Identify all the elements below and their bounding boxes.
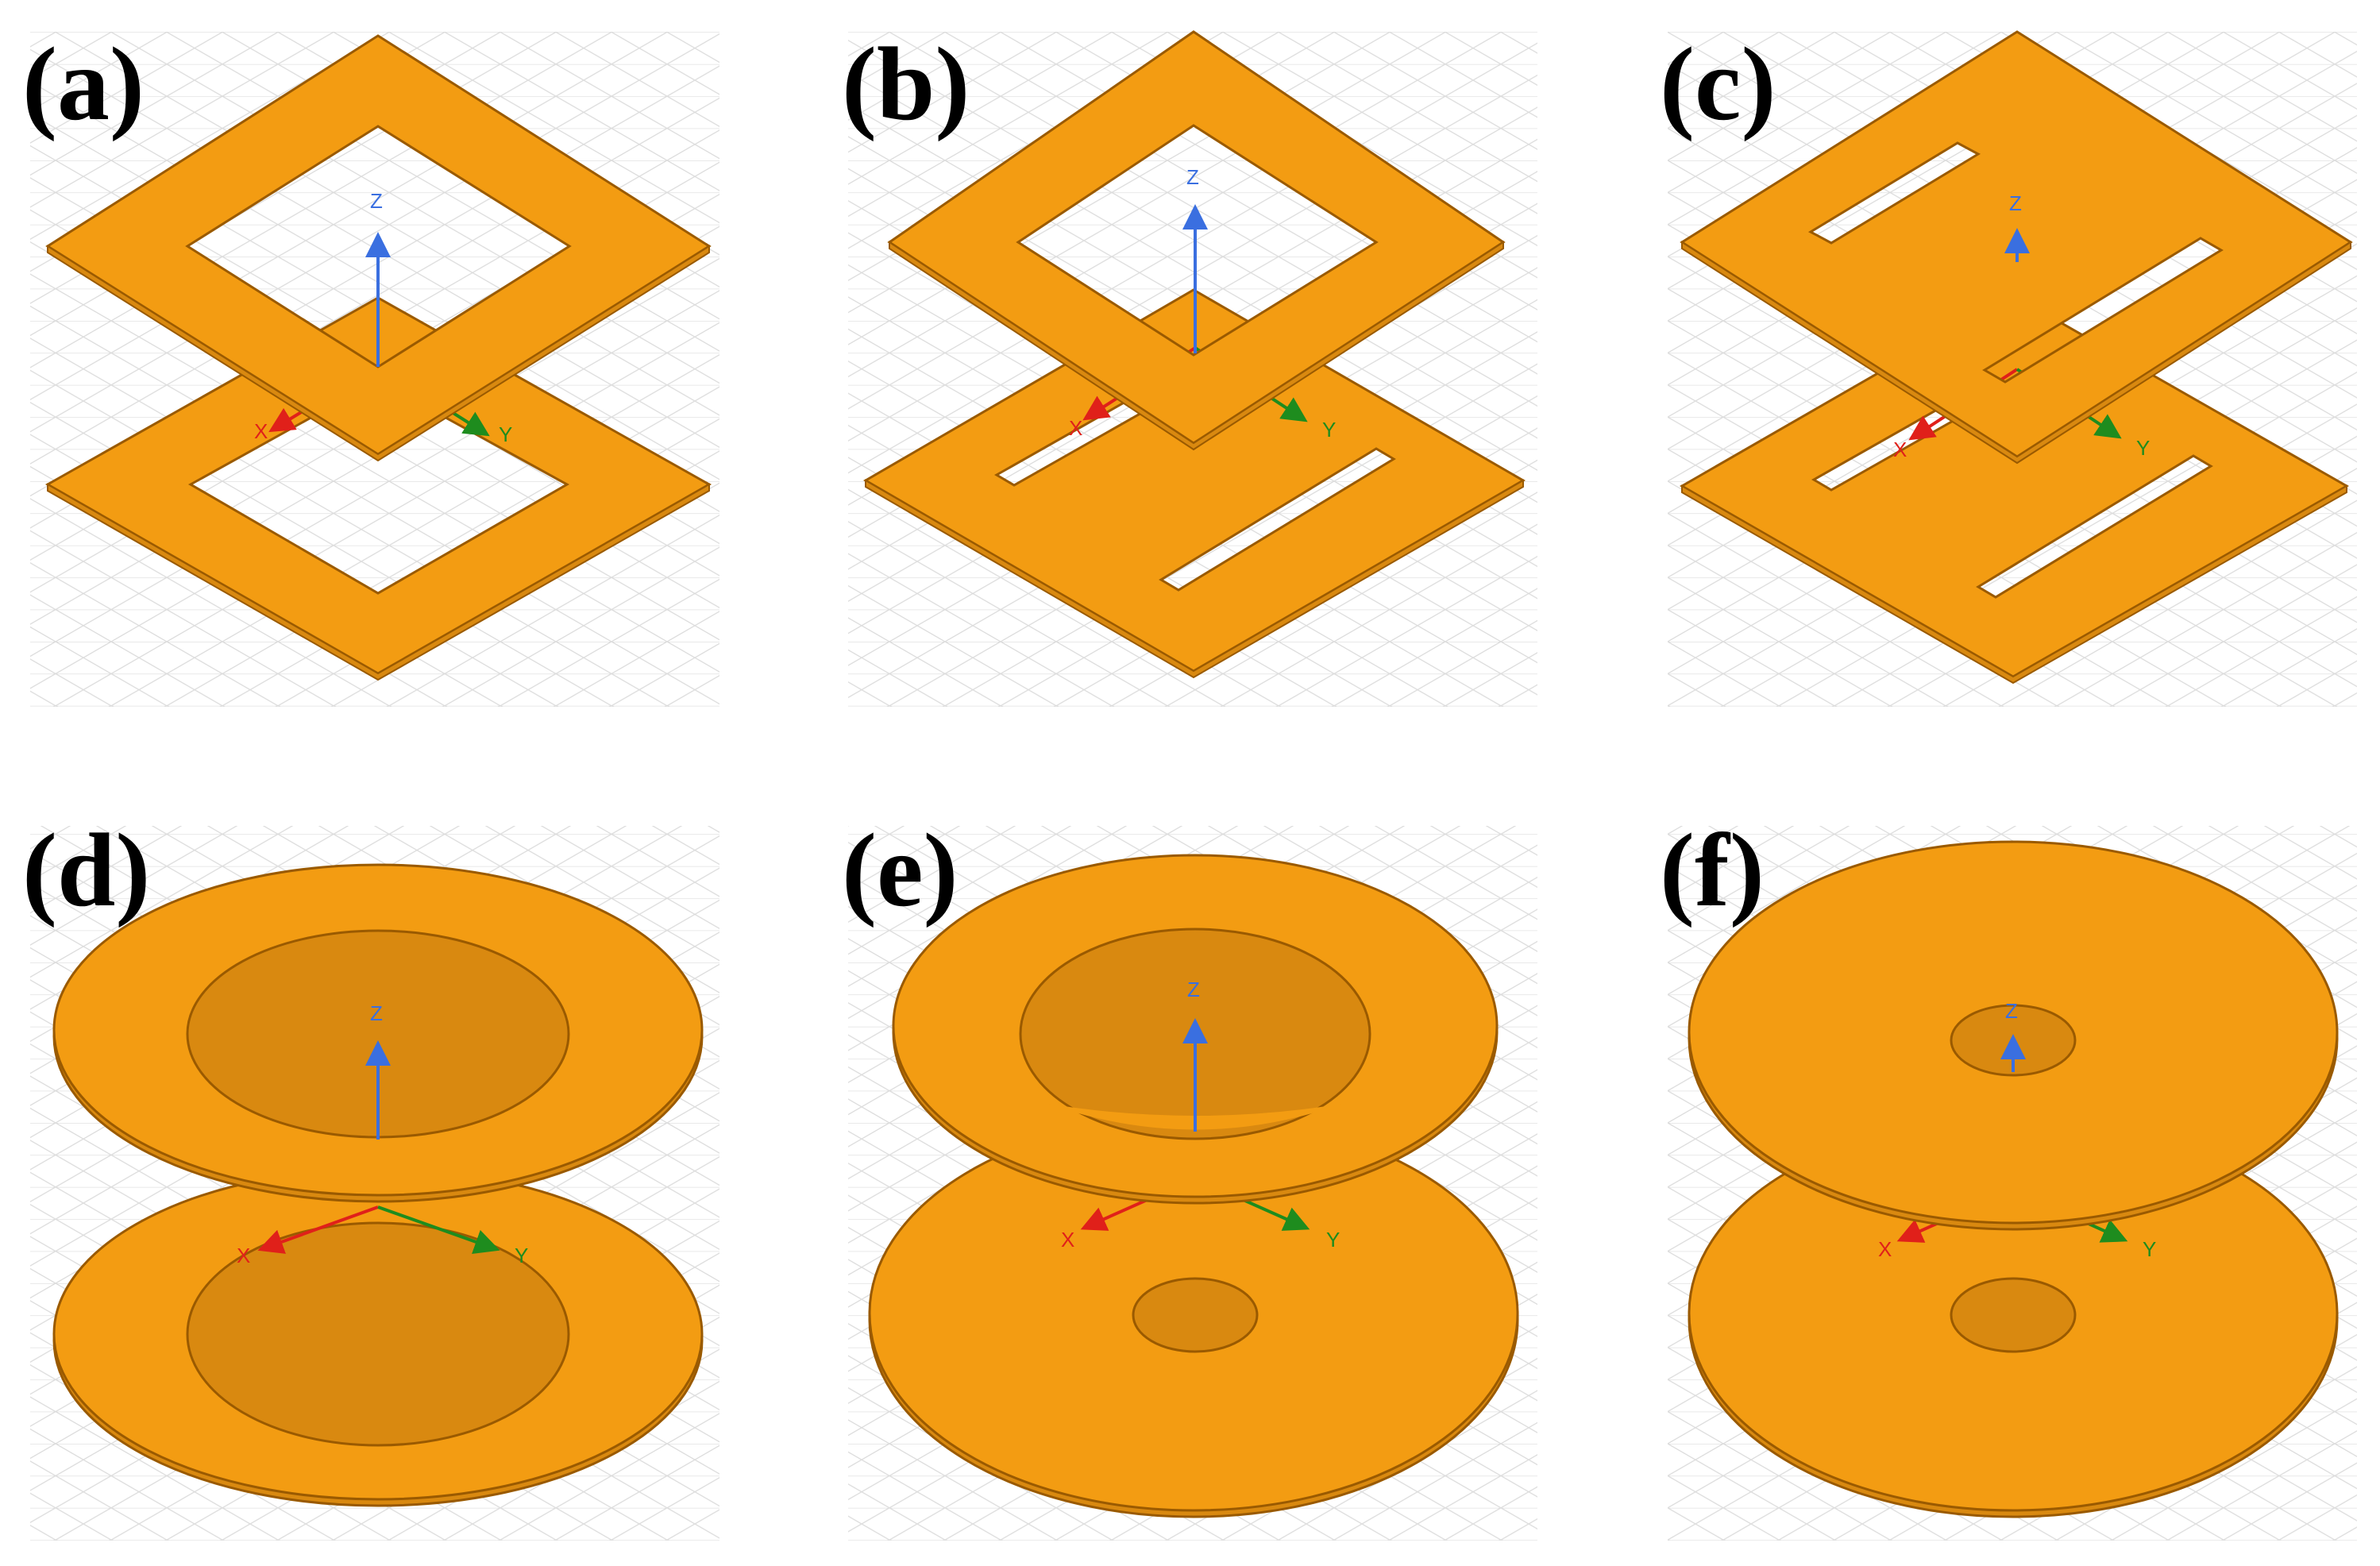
panel-d-bottom-layer [52, 1167, 704, 1507]
panel-a-top-layer [45, 34, 712, 462]
z-axis-label: Z [2009, 191, 2022, 215]
panel-label-b: (b) [842, 25, 970, 142]
y-axis-label: Y [1326, 1228, 1340, 1252]
x-axis-label: X [1061, 1228, 1074, 1252]
z-axis-label: Z [2005, 999, 2018, 1023]
x-axis-label: X [1069, 416, 1082, 440]
x-axis-label: X [237, 1244, 250, 1267]
y-axis-label: Y [499, 422, 512, 446]
z-axis-label: Z [1187, 978, 1200, 1001]
z-axis-label: Z [1186, 165, 1199, 189]
y-axis-label: Y [2136, 436, 2150, 460]
panel-e-bottom-layer [868, 1115, 1519, 1518]
panel-label-c: (c) [1660, 25, 1776, 142]
panel-d: X Y Z (d) [22, 812, 719, 1541]
y-axis-label: Y [2143, 1237, 2156, 1261]
x-axis-label: X [254, 419, 268, 443]
panel-b-top-layer [887, 30, 1506, 451]
panel-a: X Y Z (a) [22, 25, 719, 707]
panel-label-a: (a) [22, 25, 145, 142]
panel-c: X Y Z (c) [1660, 25, 2357, 707]
panel-label-d: (d) [22, 812, 150, 928]
panel-e: X Y Z (e) [842, 812, 1537, 1541]
x-axis-label: X [1893, 438, 1907, 461]
panel-d-top-layer [52, 863, 704, 1203]
y-axis-label: Y [1322, 418, 1336, 442]
y-axis-label: Y [515, 1244, 528, 1267]
panel-f-bottom-layer [1688, 1115, 2339, 1518]
x-axis-label: X [1878, 1237, 1892, 1261]
z-axis-label: Z [370, 189, 383, 213]
panel-d-coordinate-axes: X Y [237, 1205, 528, 1267]
z-axis-label: Z [370, 1001, 383, 1025]
panel-f-top-layer [1688, 840, 2339, 1231]
panel-b: X Y Z (b) [842, 25, 1537, 707]
panel-label-e: (e) [842, 812, 959, 928]
panel-f: X Y Z (f) [1660, 812, 2357, 1541]
panel-label-f: (f) [1660, 812, 1765, 928]
